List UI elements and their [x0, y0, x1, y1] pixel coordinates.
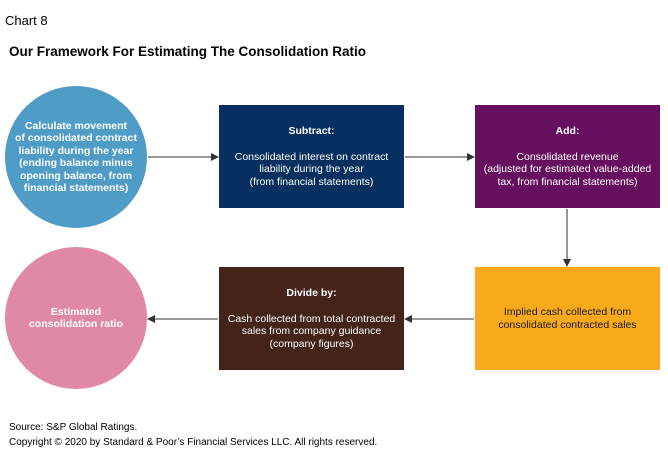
movement-circle: Calculate movement of consolidated contr… — [5, 86, 147, 228]
ratio-text: Estimated consolidation ratio — [29, 305, 123, 331]
subtract-box: Subtract: Consolidated interest on contr… — [219, 105, 404, 208]
implied-cash-text: Implied cash collected from consolidated… — [498, 306, 637, 331]
subtract-text: Consolidated interest on contract liabil… — [234, 150, 389, 188]
divide-text: Cash collected from total contracted sal… — [227, 312, 396, 350]
source-note: Source: S&P Global Ratings. — [9, 422, 138, 433]
chart-title: Our Framework For Estimating The Consoli… — [9, 44, 367, 59]
ratio-circle: Estimated consolidation ratio — [5, 247, 147, 389]
add-box: Add: Consolidated revenue (adjusted for … — [475, 105, 660, 208]
copyright-note: Copyright © 2020 by Standard & Poor’s Fi… — [9, 437, 378, 448]
subtract-heading: Subtract: — [288, 125, 335, 137]
divide-box: Divide by: Cash collected from total con… — [219, 267, 404, 370]
add-heading: Add: — [555, 125, 580, 137]
add-text: Consolidated revenue (adjusted for estim… — [483, 150, 652, 188]
movement-text: Calculate movement of consolidated contr… — [15, 119, 137, 195]
implied-cash-box: Implied cash collected from consolidated… — [475, 267, 660, 370]
chart-label: Chart 8 — [5, 13, 48, 28]
divide-heading: Divide by: — [286, 287, 337, 299]
